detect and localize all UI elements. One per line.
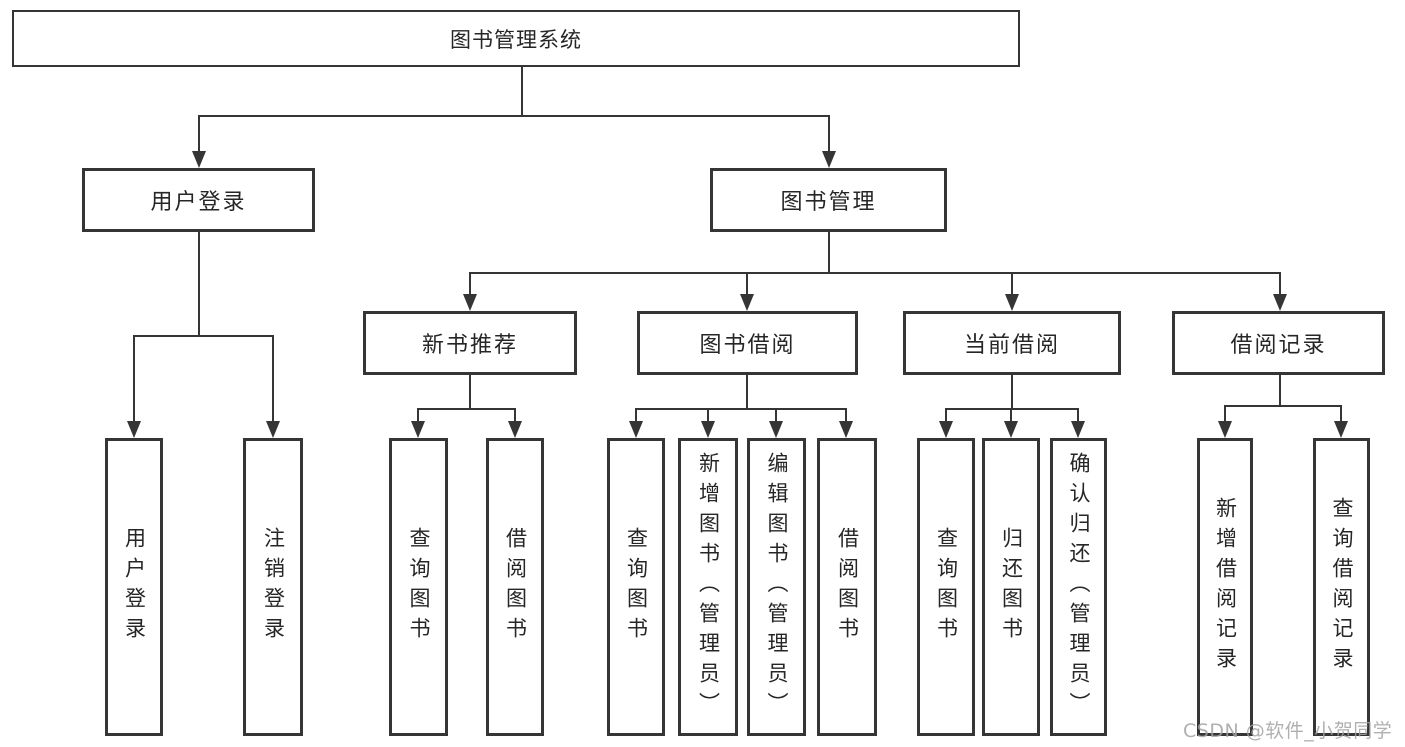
node-new-book-recommend: 新书推荐 — [363, 311, 577, 375]
connector-line — [417, 408, 516, 410]
connector-line — [746, 272, 748, 298]
connector-line — [775, 408, 777, 424]
leaf-query-books-current: 查询图书 — [917, 438, 975, 736]
leaf-logout: 注销登录 — [243, 438, 303, 736]
connector-line — [828, 115, 830, 155]
connector-line — [1279, 272, 1281, 298]
arrow-down-icon — [629, 421, 643, 438]
connector-line — [828, 232, 830, 274]
arrow-down-icon — [266, 421, 280, 438]
arrow-down-icon — [192, 151, 206, 168]
leaf-query-books-borrow: 查询图书 — [607, 438, 665, 736]
connector-line — [1279, 375, 1281, 407]
connector-line — [1224, 405, 1226, 424]
node-root: 图书管理系统 — [12, 10, 1020, 67]
connector-line — [845, 408, 847, 424]
leaf-return-book: 归还图书 — [982, 438, 1040, 736]
connector-line — [198, 115, 200, 155]
connector-line — [945, 408, 1079, 410]
arrow-down-icon — [127, 421, 141, 438]
arrow-down-icon — [1004, 421, 1018, 438]
leaf-add-book-admin: 新增图书（管理员） — [678, 438, 738, 736]
arrow-down-icon — [769, 421, 783, 438]
connector-line — [521, 67, 523, 116]
connector-line — [417, 408, 419, 424]
node-current-borrow: 当前借阅 — [903, 311, 1121, 375]
connector-line — [133, 335, 135, 425]
leaf-confirm-return-admin: 确认归还（管理员） — [1050, 438, 1107, 736]
leaf-edit-book-admin: 编辑图书（管理员） — [747, 438, 806, 736]
arrow-down-icon — [740, 294, 754, 311]
leaf-query-books-recommend: 查询图书 — [389, 438, 448, 736]
arrow-down-icon — [463, 294, 477, 311]
arrow-down-icon — [939, 421, 953, 438]
arrow-down-icon — [822, 151, 836, 168]
connector-line — [1011, 375, 1013, 410]
connector-line — [635, 408, 637, 424]
leaf-query-borrow-record: 查询借阅记录 — [1313, 438, 1370, 736]
connector-line — [1010, 408, 1012, 424]
connector-line — [198, 115, 830, 117]
node-user-login: 用户登录 — [82, 168, 315, 232]
arrow-down-icon — [1334, 421, 1348, 438]
connector-line — [469, 375, 471, 410]
arrow-down-icon — [411, 421, 425, 438]
connector-line — [1077, 408, 1079, 424]
arrow-down-icon — [1218, 421, 1232, 438]
arrow-down-icon — [508, 421, 522, 438]
connector-line — [198, 232, 200, 337]
node-book-borrow: 图书借阅 — [637, 311, 858, 375]
node-borrow-records: 借阅记录 — [1172, 311, 1385, 375]
leaf-borrow-books: 借阅图书 — [817, 438, 877, 736]
arrow-down-icon — [839, 421, 853, 438]
connector-line — [469, 272, 1281, 274]
connector-line — [272, 335, 274, 425]
connector-line — [469, 272, 471, 298]
connector-line — [707, 408, 709, 424]
connector-line — [133, 335, 274, 337]
leaf-add-borrow-record: 新增借阅记录 — [1197, 438, 1253, 736]
arrow-down-icon — [1005, 294, 1019, 311]
arrow-down-icon — [701, 421, 715, 438]
leaf-borrow-books-recommend: 借阅图书 — [486, 438, 544, 736]
arrow-down-icon — [1273, 294, 1287, 311]
arrow-down-icon — [1071, 421, 1085, 438]
connector-line — [1224, 405, 1342, 407]
node-book-management: 图书管理 — [710, 168, 947, 232]
connector-line — [514, 408, 516, 424]
connector-line — [1340, 405, 1342, 424]
connector-line — [945, 408, 947, 424]
connector-line — [635, 408, 847, 410]
connector-line — [1011, 272, 1013, 298]
leaf-user-login: 用户登录 — [105, 438, 163, 736]
watermark-text: CSDN @软件_小贺同学 — [1183, 720, 1393, 742]
connector-line — [746, 375, 748, 410]
